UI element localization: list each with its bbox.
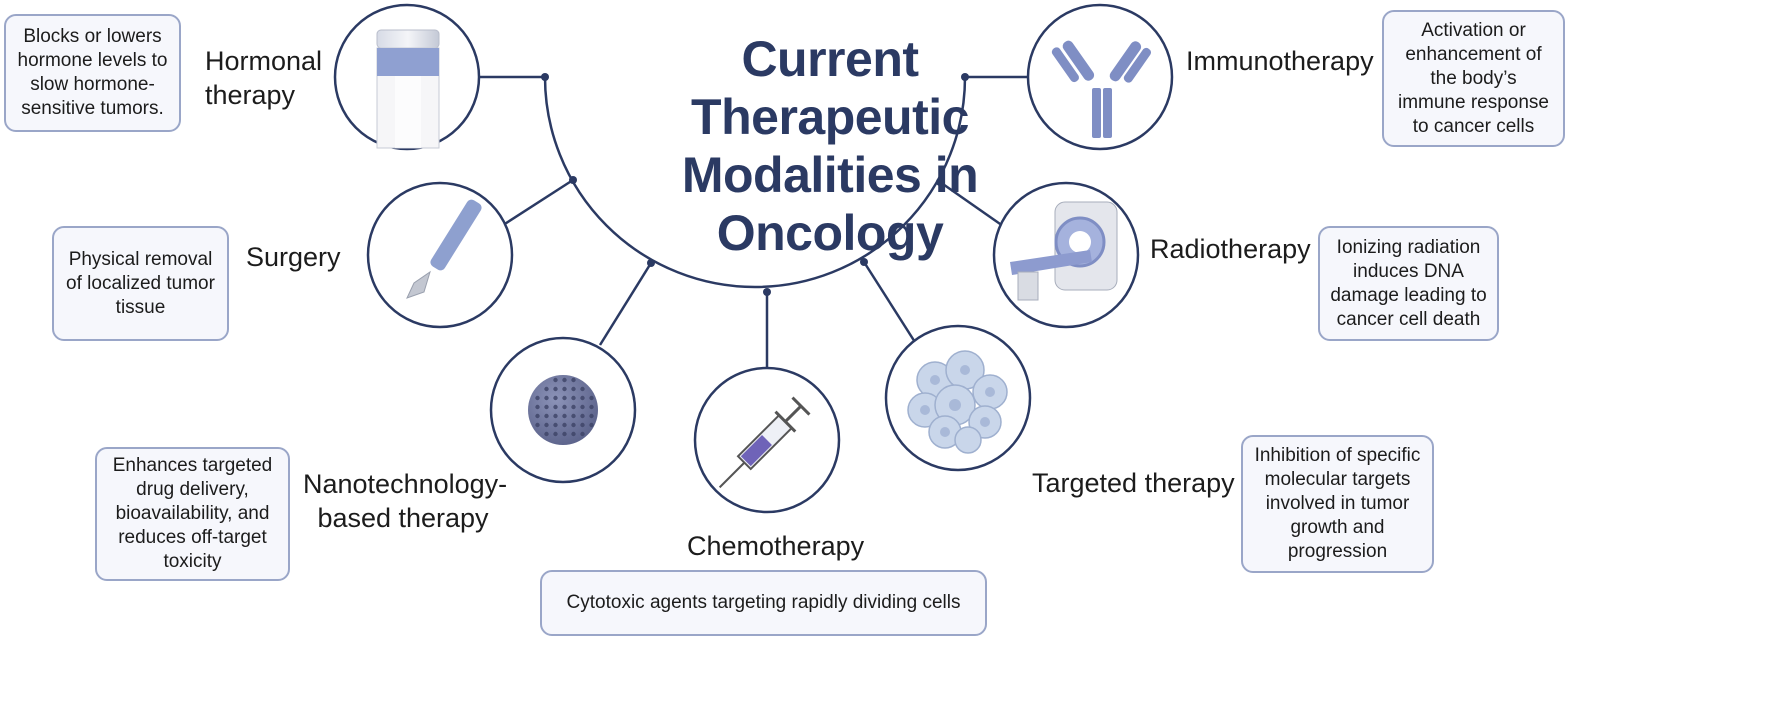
nanoparticle-dimple [580, 395, 585, 401]
immunotherapy-node [1026, 3, 1174, 151]
nanoparticle-dimple [544, 386, 549, 392]
junction-dots [541, 73, 969, 296]
desc-chemotherapy: Cytotoxic agents targeting rapidly divid… [540, 570, 987, 636]
title-line: Oncology [716, 205, 944, 261]
nanoparticle-dimple [535, 395, 540, 401]
nanoparticle-dimple [580, 413, 585, 419]
nanoparticle-dimple [571, 377, 576, 383]
nanoparticle-dimple [544, 431, 549, 437]
nanoparticle-dimple [571, 404, 576, 410]
desc-radiotherapy: Ionizing radiation induces DNA damage le… [1318, 226, 1499, 341]
tumor-cells-icon [907, 350, 1008, 454]
nanoparticle-dimple [562, 377, 567, 383]
nanoparticle-dimple [562, 413, 567, 419]
nanoparticle-dimple [544, 413, 549, 419]
connector-surgery [499, 178, 574, 229]
desc-surgery: Physical removal of localized tumor tiss… [52, 226, 229, 341]
nanoparticle-dimple [580, 404, 585, 410]
label-immunotherapy: Immunotherapy [1186, 46, 1374, 76]
nanoparticle-dimple [562, 431, 567, 437]
chemotherapy-node [693, 366, 841, 514]
central-arc [543, 76, 967, 289]
nanoparticle-dimple [589, 395, 594, 401]
hormonal-therapy-node [333, 3, 481, 151]
nanoparticle-dimple [535, 404, 540, 410]
nanoparticle-dimple [553, 386, 558, 392]
nanoparticle-dimple [571, 422, 576, 428]
nanoparticle-dimple [571, 431, 576, 437]
title-line: Current [741, 31, 919, 87]
desc-targeted-therapy: Inhibition of specific molecular targets… [1241, 435, 1434, 573]
nanoparticle-dimple [553, 413, 558, 419]
diagram-title: Current Therapeutic Modalities in Oncolo… [680, 30, 980, 262]
nanoparticle-dimple [535, 413, 540, 419]
label-targeted-therapy: Targeted therapy [1032, 468, 1235, 498]
connector-targeted [862, 261, 922, 351]
targeted-therapy-node [884, 324, 1032, 472]
vial-icon [376, 29, 440, 149]
syringe-icon [718, 396, 811, 489]
desc-immunotherapy: Activation or enhancement of the body’s … [1382, 10, 1565, 147]
nanoparticle-dimple [571, 386, 576, 392]
nanoparticle-dimple [589, 413, 594, 419]
nanoparticle-dimple [589, 422, 594, 428]
label-nanotechnology: Nanotechnology-based therapy [303, 469, 508, 533]
nanotechnology-node [489, 336, 637, 484]
connector-radiotherapy [939, 180, 1004, 228]
radiotherapy-machine-icon [1010, 201, 1118, 301]
nanoparticle-dimple [589, 404, 594, 410]
nanoparticle-dimple [562, 404, 567, 410]
nanoparticle-dimple [553, 422, 558, 428]
nanoparticle-dimple [544, 395, 549, 401]
desc-nanotechnology: Enhances targeted drug delivery, bioavai… [95, 447, 290, 581]
scalpel-icon [406, 199, 482, 299]
nanoparticle-dimple [580, 431, 585, 437]
radiotherapy-node [992, 181, 1140, 329]
nanoparticle-dimple [535, 422, 540, 428]
nanoparticle-dimple [580, 422, 585, 428]
connector-lines [470, 75, 1028, 368]
title-line: Therapeutic [691, 89, 969, 145]
nanoparticle-dimple [571, 413, 576, 419]
nanoparticle-dimple [562, 422, 567, 428]
nanoparticle-dimple [553, 431, 558, 437]
nanoparticle-dimple [562, 386, 567, 392]
desc-hormonal-therapy: Blocks or lowers hormone levels to slow … [4, 14, 181, 132]
nanoparticle-dimple [553, 404, 558, 410]
nanoparticle-dimple [580, 386, 585, 392]
surgery-node [366, 181, 514, 329]
nanoparticle-dimple [553, 395, 558, 401]
nanoparticle-icon [528, 375, 598, 445]
antibody-icon [1051, 40, 1151, 138]
label-chemotherapy: Chemotherapy [687, 531, 865, 561]
nanoparticle-dimple [571, 395, 576, 401]
nanoparticle-dimple [553, 377, 558, 383]
nanoparticle-dimple [544, 404, 549, 410]
connector-nanotech [598, 262, 653, 346]
nanoparticle-dimple [562, 395, 567, 401]
label-hormonal-therapy: Hormonal therapy [205, 46, 323, 110]
nanoparticle-dimple [544, 422, 549, 428]
label-surgery: Surgery [246, 242, 341, 272]
label-radiotherapy: Radiotherapy [1150, 234, 1311, 264]
title-line: Modalities in [681, 147, 979, 203]
